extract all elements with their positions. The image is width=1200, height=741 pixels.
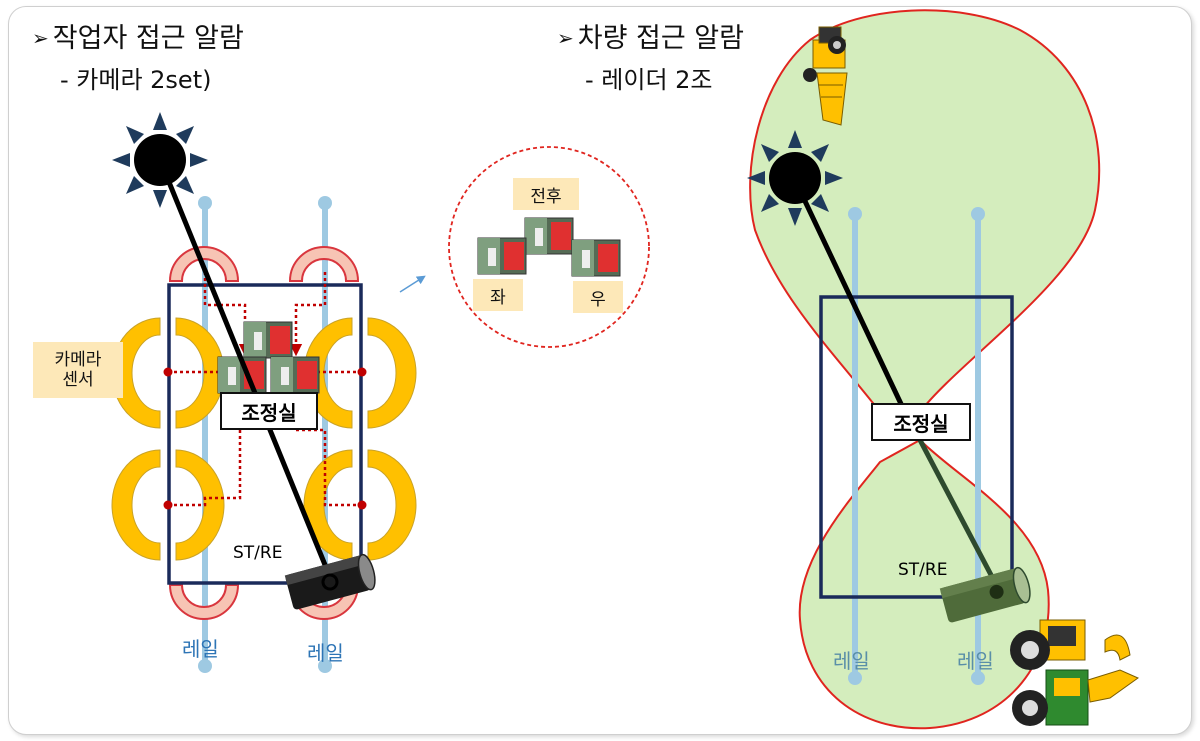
left-boom-line [157,159,335,583]
camera-view-inset [448,146,650,348]
bumper-top-left [168,246,240,282]
radar-zone-bottom [798,438,1050,730]
right-subheading: - 레이더 2조 [585,66,713,94]
sensor-ring [175,317,225,429]
inset-front-back-label: 전후 [513,178,579,210]
left-rail-label-a: 레일 [182,637,219,661]
right-rail-label-a: 레일 [833,649,870,673]
vehicle-forklift-icon [1010,619,1140,726]
inset-right-label: 우 [573,281,623,313]
heading-bullet-icon: ➢ [557,26,574,50]
camera-sensor-label: 카메라 센서 [33,342,123,398]
left-st-re-label: ST/RE [233,543,283,563]
left-wheel-bumpers [168,246,360,620]
right-heading-text: 차량 접근 알람 [577,23,744,54]
right-control-room-label: 조정실 [871,403,971,441]
right-rail-label-b: 레일 [957,649,994,673]
right-crane-frame [819,295,1014,599]
left-heading-text: 작업자 접근 알람 [52,23,244,54]
sensor-ring [367,317,417,429]
inset-pointer-arrow [399,275,426,293]
left-sensor-nodes [163,367,367,510]
rail-end [198,196,212,210]
left-control-room-label: 조정실 [220,392,318,430]
sensor-ring [111,449,161,561]
left-boom-tip-icon [112,112,208,208]
camera-sensor-label-line2: 센서 [62,370,94,390]
rail-end [318,196,332,210]
rail-end [318,659,332,673]
right-boom-line-lower [917,438,1003,594]
right-spreader-icon [939,566,1031,623]
left-heading: ➢작업자 접근 알람 [32,22,244,56]
camera-sensor-label-line1: 카메라 [54,349,102,370]
left-camera-sensors [111,317,417,561]
left-monitor-thumbnails [217,321,320,394]
right-boom-line-upper [792,178,905,408]
inset-left-label: 좌 [473,279,523,311]
radar-zone-top [749,9,1101,413]
bumper-top-right [288,246,360,282]
left-subheading: - 카메라 2set) [60,66,212,94]
right-boom-tip-icon [747,130,843,226]
heading-bullet-icon: ➢ [32,26,49,50]
sensor-ring [367,449,417,561]
left-rail-label-b: 레일 [307,641,344,665]
sensor-ring [175,449,225,561]
right-st-re-label: ST/RE [898,560,948,580]
vehicle-loader-icon [803,26,848,126]
rail-end [198,659,212,673]
bumper-bottom-left [168,584,240,620]
right-heading: ➢차량 접근 알람 [557,22,744,56]
left-crane-frame [167,283,363,585]
left-spreader-icon [284,553,376,610]
